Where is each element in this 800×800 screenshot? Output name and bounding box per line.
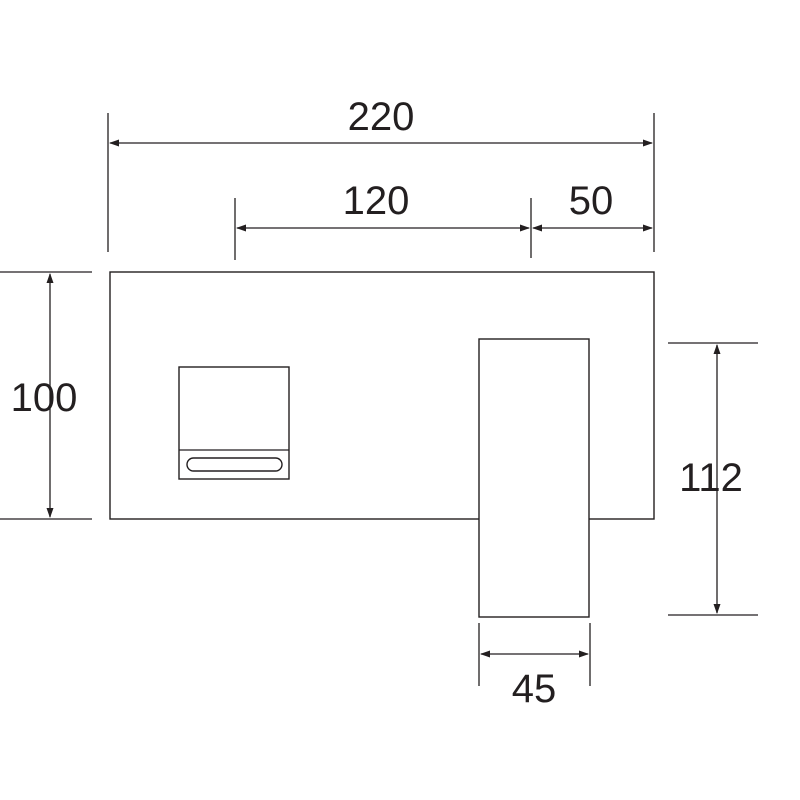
label-total-width: 220 — [348, 95, 415, 139]
label-handle-offset: 120 — [343, 179, 410, 223]
label-spout-width: 45 — [512, 667, 557, 711]
label-spout-length: 112 — [679, 456, 743, 500]
label-spout-offset: 50 — [569, 179, 614, 223]
faucet — [109, 271, 655, 618]
extension-lines — [0, 113, 758, 686]
dimension-labels: 220 120 50 100 112 45 — [11, 95, 743, 711]
spout — [478, 338, 590, 618]
dimension-lines — [46, 139, 721, 658]
handle-slot — [186, 457, 283, 472]
label-plate-height: 100 — [11, 376, 78, 420]
